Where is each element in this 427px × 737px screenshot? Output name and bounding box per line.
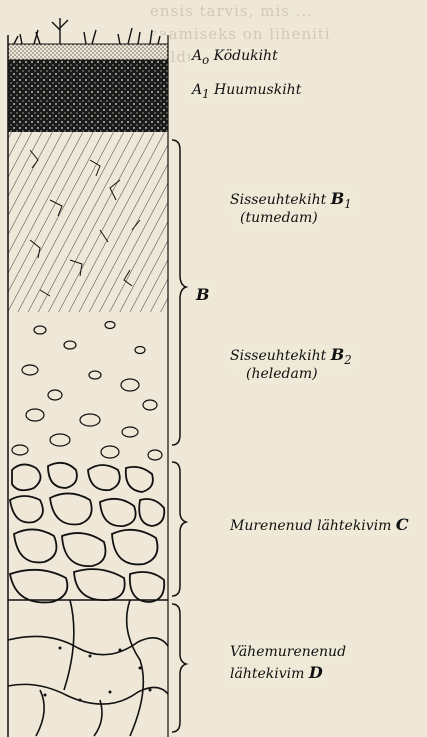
layer-a1 <box>8 60 168 132</box>
label-a0: Ao Ködukiht <box>190 48 280 69</box>
label-d-line1: Vähemurenenud <box>228 644 348 661</box>
label-c: Murenenud lähtekivim C <box>228 516 411 535</box>
label-a0-sub: o <box>202 53 209 67</box>
label-b: B <box>194 286 212 303</box>
label-a1: A1 Huumuskiht <box>190 82 303 103</box>
layer-b1 <box>8 132 168 312</box>
label-a1-sub: 1 <box>202 87 209 101</box>
label-b1-symbol: B <box>331 189 345 208</box>
label-b1-line1: Sisseuhtekiht <box>230 192 326 208</box>
label-d-text1: Vähemurenenud <box>230 644 346 660</box>
layer-a0 <box>8 44 168 60</box>
label-b2-line2: (heledam) <box>246 366 318 382</box>
label-a1-name: Huumuskiht <box>214 82 301 98</box>
label-d-text2: lähtekivim <box>230 666 304 682</box>
brace-c <box>172 462 186 596</box>
label-d-symbol: D <box>309 663 323 682</box>
label-b2-symbol: B <box>331 345 345 364</box>
label-b2-note: (heledam) <box>244 366 320 383</box>
label-a0-symbol: A <box>192 48 202 64</box>
label-b-symbol: B <box>196 285 210 304</box>
label-c-symbol: C <box>396 515 409 534</box>
label-a1-symbol: A <box>192 82 202 98</box>
label-b1-sub: 1 <box>344 197 351 211</box>
brace-b <box>172 140 186 445</box>
label-b2-line1: Sisseuhtekiht <box>230 348 326 364</box>
brace-d <box>172 604 186 732</box>
label-b2-sub: 2 <box>344 353 351 367</box>
label-d-line2: lähtekivim D <box>228 664 325 683</box>
label-b1-note: (tumedam) <box>238 210 320 227</box>
label-b1-line2: (tumedam) <box>240 210 318 226</box>
label-a0-name: Ködukiht <box>214 48 278 64</box>
label-c-name: Murenenud lähtekivim <box>230 518 391 534</box>
